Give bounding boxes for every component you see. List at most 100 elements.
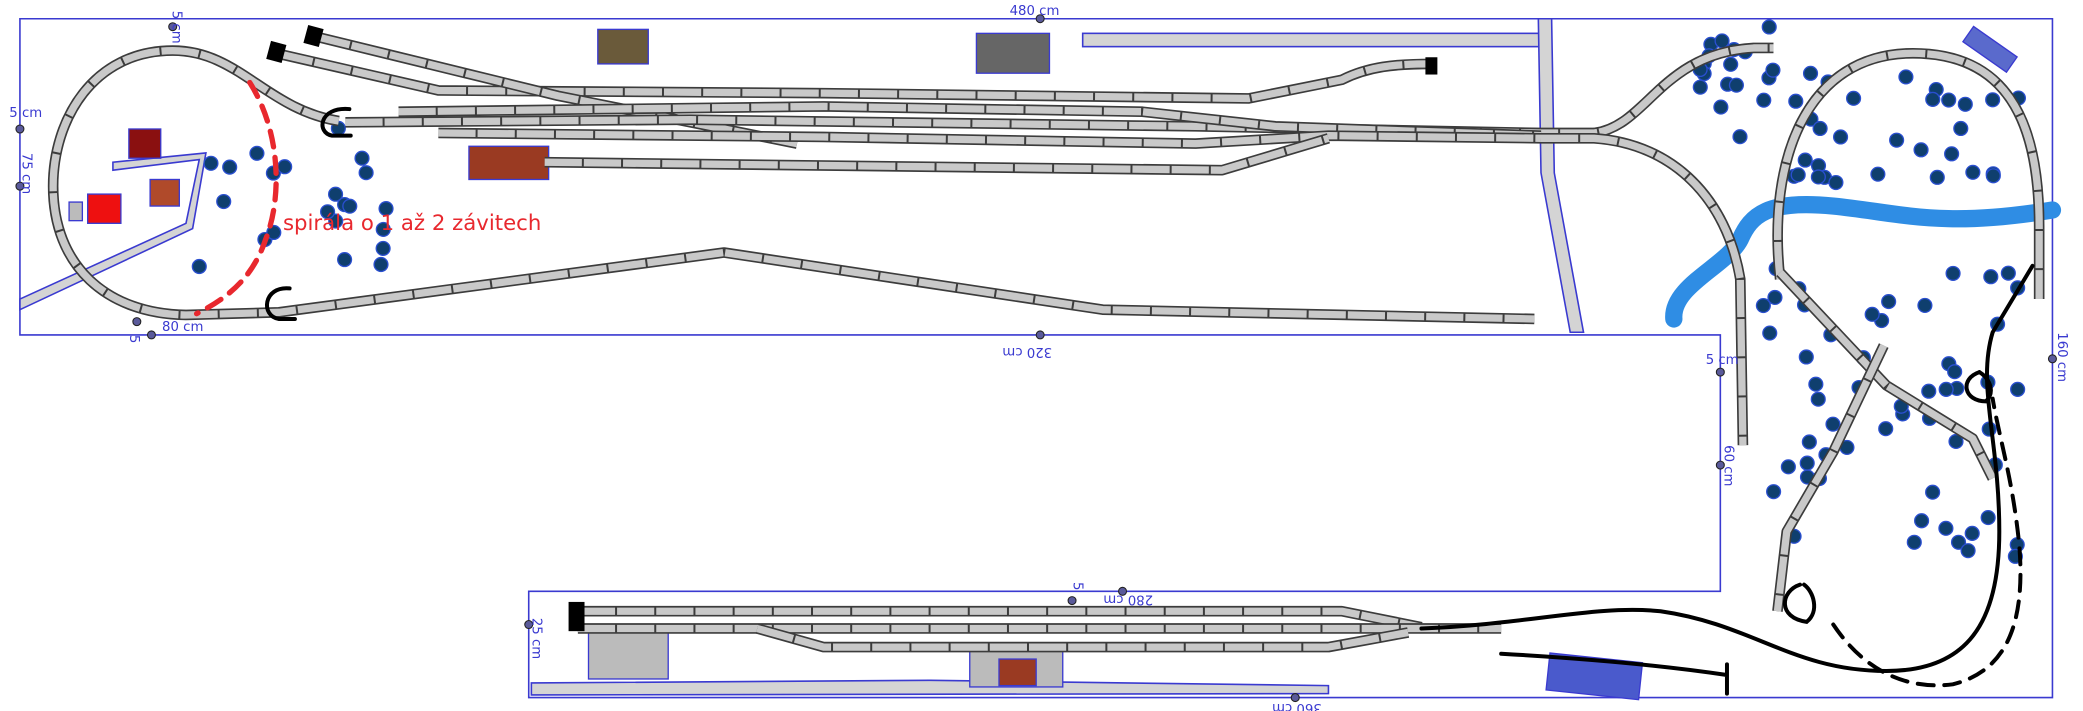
- tree-icon: [342, 198, 358, 214]
- tree-icon: [1810, 391, 1826, 407]
- tree-icon: [216, 193, 232, 210]
- tree-icon: [1870, 166, 1886, 182]
- tree-icon: [1755, 297, 1771, 314]
- track: [438, 127, 1542, 149]
- buffer-stop-icon: [266, 40, 287, 63]
- dim-lower-bottom: 360 cm: [1272, 700, 1322, 711]
- building: [1961, 25, 2019, 74]
- building: [998, 658, 1037, 687]
- red-spiral-dashes: [193, 79, 279, 317]
- tree-icon: [378, 201, 394, 217]
- tree-icon: [1925, 91, 1941, 107]
- tree-icon: [1938, 520, 1954, 536]
- tree-icon: [1960, 543, 1976, 559]
- bracket-mark: [320, 107, 353, 138]
- tree-icon: [1761, 19, 1777, 35]
- buffer-stop-icon: [568, 601, 585, 632]
- dimension-anchor: [132, 317, 142, 327]
- tree-icon: [1766, 484, 1782, 500]
- road-vertical: [1537, 17, 1585, 334]
- tree-icon: [1953, 120, 1969, 137]
- tree-icon: [1950, 534, 1967, 550]
- tree-icon: [1983, 269, 1999, 285]
- tree-icon: [320, 204, 336, 220]
- tree-icon: [327, 186, 344, 202]
- tree-icon: [1985, 168, 2001, 184]
- building: [468, 145, 550, 181]
- tree-icon: [1881, 293, 1897, 310]
- dim-left-height: 75 cm: [19, 153, 34, 194]
- board-outline: [19, 17, 2054, 699]
- tree-icon: [1957, 96, 1973, 112]
- dim-lower-top: 280 cm: [1103, 591, 1153, 606]
- dimension-anchors: [15, 14, 2057, 703]
- track: [1772, 47, 2045, 300]
- spiral-annotation: spirála o 1 až 2 závitech: [283, 211, 541, 236]
- tree-icon: [1756, 92, 1772, 108]
- tree-icon: [1898, 69, 1914, 85]
- tree-icon: [1889, 132, 1905, 148]
- pen-hook: [1964, 370, 1993, 404]
- dim-notch-gap: 5 cm: [1706, 353, 1739, 368]
- tree-icon: [1913, 142, 1929, 158]
- dimension-anchor: [1118, 586, 1128, 596]
- tree-icon: [1941, 92, 1957, 108]
- tree-icon: [1906, 534, 1922, 550]
- tree-icon: [1723, 56, 1739, 72]
- tree-icon: [1945, 265, 1961, 281]
- tree-icon: [1728, 77, 1744, 93]
- tree-icon: [1801, 434, 1817, 450]
- dimension-anchor: [1290, 693, 1300, 703]
- tree-icon: [1832, 129, 1849, 145]
- tree-icon: [373, 256, 389, 273]
- tree-icon: [354, 150, 370, 166]
- buffer-stop-icon: [303, 24, 324, 48]
- tree-icon: [1713, 99, 1729, 115]
- tree-icon: [1938, 381, 1954, 397]
- track: [1772, 343, 1889, 612]
- tree-icon: [1846, 90, 1862, 106]
- building: [87, 193, 122, 224]
- tree-icon: [1947, 364, 1963, 380]
- dimension-anchor: [1715, 367, 1725, 377]
- tree-icon: [1921, 383, 1937, 399]
- tree-icon: [1798, 349, 1814, 365]
- tree-icon: [1825, 416, 1841, 432]
- roads: [19, 17, 1585, 696]
- hand-drawn-marks: [193, 79, 2035, 696]
- track: [577, 605, 1423, 633]
- dim-lower-top-gap: 5: [1069, 582, 1084, 590]
- dimension-anchor: [15, 181, 25, 191]
- dimension-anchor: [146, 330, 156, 340]
- pen-hook: [1783, 582, 1817, 624]
- tree-icon: [1965, 164, 1981, 180]
- dimension-anchor: [1035, 330, 1045, 340]
- tree-icon: [249, 145, 265, 161]
- tree-icon: [1732, 129, 1748, 145]
- building: [587, 631, 669, 680]
- pen-line: [1499, 651, 1729, 696]
- tree-icon: [1788, 93, 1804, 109]
- tree-icon: [1790, 167, 1806, 183]
- tree-icon: [1767, 289, 1783, 306]
- tree-icon: [337, 252, 353, 268]
- dim-left-gap: 5 cm: [9, 106, 42, 121]
- building: [597, 28, 649, 65]
- tree-icon: [1964, 525, 1980, 541]
- dimension-labels: 480 cm 5 cm 75 cm 80 cm 5 5 cm 320 cm 5 …: [9, 4, 2068, 711]
- building: [975, 32, 1051, 74]
- dim-lower-height: 25 cm: [529, 618, 544, 659]
- tree-icon: [2000, 265, 2016, 281]
- bracket-mark: [265, 286, 297, 321]
- dim-left-bottom-gap: 5: [126, 335, 141, 343]
- dimension-anchor: [524, 619, 534, 630]
- tree-icon: [277, 159, 293, 175]
- tree-icon: [375, 240, 391, 256]
- dim-top-left-gap: 5 cm: [169, 11, 184, 44]
- dim-middle-bottom: 320 cm: [1002, 344, 1052, 359]
- tree-icon: [1812, 120, 1828, 137]
- tree-icon: [1692, 79, 1708, 95]
- track: [275, 48, 1433, 104]
- track: [398, 101, 1542, 141]
- tracks: [47, 30, 2045, 653]
